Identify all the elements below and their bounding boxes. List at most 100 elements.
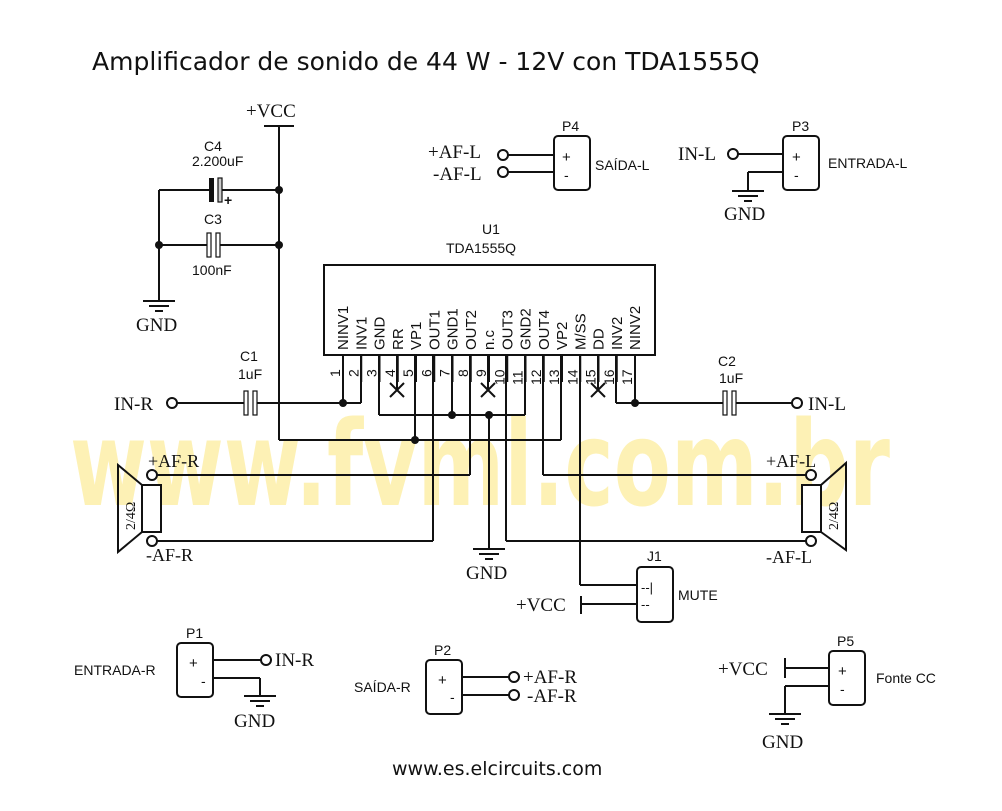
ic-ref: U1: [482, 221, 500, 237]
vcc-label: +VCC: [516, 595, 566, 616]
connector-p3[interactable]: IN-L GND P3 + - ENTRADA-L: [678, 118, 908, 225]
connector-p1[interactable]: P1 + - ENTRADA-R IN-R GND: [74, 625, 314, 732]
ic-pin-number: 12: [528, 369, 544, 385]
af-r-neg-label: -AF-R: [146, 545, 193, 565]
p3-ref: P3: [792, 118, 809, 134]
ic-pin-number: 7: [437, 369, 453, 377]
ic-pin-number: 15: [583, 369, 599, 385]
ic-pin-number: 9: [473, 369, 489, 377]
af-l-pos-label: +AF-L: [428, 142, 481, 163]
c2-plate-icon: [722, 390, 728, 416]
ic-part: TDA1555Q: [446, 240, 516, 256]
in-r-label: IN-R: [114, 394, 153, 415]
ic-pin-name: GND1: [445, 308, 462, 350]
junction-dot: [448, 411, 456, 419]
ic-pin-number: 11: [510, 370, 526, 385]
speaker-impedance: 2/4Ω: [827, 502, 842, 530]
terminal-icon[interactable]: [166, 397, 178, 409]
p4-label: SAÍDA-L: [595, 157, 650, 173]
connector-p5[interactable]: P5 + - Fonte CC +VCC GND: [718, 633, 936, 753]
terminal-icon: [508, 689, 520, 701]
c1-plate-icon: [252, 390, 258, 416]
ic-wiring: GND: [279, 355, 639, 586]
terminal-icon: [727, 148, 739, 160]
page-title: Amplificador de sonido de 44 W - 12V con…: [92, 47, 760, 76]
af-r-pos-label: +AF-R: [148, 451, 199, 471]
connector-p4[interactable]: +AF-L -AF-L P4 + - SAÍDA-L: [428, 118, 650, 191]
watermark: www.fvml.com.br: [70, 395, 890, 533]
speaker-impedance: 2/4Ω: [124, 502, 139, 530]
footer-url[interactable]: www.es.elcircuits.com: [392, 758, 602, 780]
p2-label: SAÍDA-R: [354, 679, 411, 695]
speaker-right: 2/4Ω +AF-R -AF-R: [117, 451, 470, 565]
p3-minus: -: [794, 167, 799, 183]
p1-plus: +: [189, 655, 198, 672]
ground-icon: [769, 713, 801, 725]
connector-p2[interactable]: P2 + - SAÍDA-R +AF-R -AF-R: [354, 642, 577, 715]
p5-plus: +: [838, 663, 847, 680]
ic-pin-number: 14: [564, 369, 580, 385]
ic-pin-name: VP1: [408, 322, 425, 350]
p4-ref: P4: [562, 118, 579, 134]
junction-dot: [275, 186, 283, 194]
c1-value: 1uF: [238, 366, 262, 382]
c3-ref: C3: [204, 211, 222, 227]
c1-ref: C1: [240, 348, 258, 364]
p5-label: Fonte CC: [876, 670, 936, 686]
ic-pin-number: 6: [418, 369, 434, 377]
ic-pin-name: n.c: [481, 329, 498, 350]
terminal-icon: [805, 535, 817, 547]
ic-pin-number: 16: [601, 369, 617, 385]
p3-label: ENTRADA-L: [828, 155, 908, 171]
speaker-left: +AF-L -AF-L 2/4Ω: [506, 451, 847, 567]
p2-ref: P2: [434, 642, 451, 658]
af-r-pos-label: +AF-R: [523, 667, 577, 688]
c3-plate-icon: [215, 232, 221, 258]
input-right: C1 1uF IN-R: [114, 348, 343, 416]
in-l-label: IN-L: [678, 144, 716, 165]
c4-value: 2.200uF: [192, 153, 243, 169]
jumper-j1[interactable]: J1 --| -- MUTE +VCC: [516, 548, 718, 623]
ic-pin-name: NINV2: [627, 306, 644, 350]
af-r-neg-label: -AF-R: [527, 686, 577, 707]
ic-pin-name: GND: [372, 317, 389, 351]
gnd-label: GND: [762, 732, 803, 753]
j1-pin1: --|: [641, 580, 653, 595]
terminal-icon: [805, 469, 817, 481]
p1-minus: -: [201, 673, 206, 689]
supply-decoupling: +VCC C4 2.200uF + C3 100nF GND: [136, 101, 296, 440]
c4-plate-icon: [217, 177, 223, 203]
speaker-cone-icon: [117, 462, 143, 555]
ic-pin-name: INV2: [609, 317, 626, 350]
gnd-label: GND: [234, 711, 275, 732]
ic-pin-number: 1: [327, 369, 343, 377]
j1-ref: J1: [647, 548, 662, 564]
ic-pin-name: VP2: [554, 322, 571, 350]
terminal-icon[interactable]: [791, 397, 803, 409]
c2-value: 1uF: [719, 370, 743, 386]
ic-pin-number: 2: [345, 369, 361, 377]
ic-pin-name: OUT1: [426, 310, 443, 350]
c1-plate-icon: [243, 390, 249, 416]
ground-icon: [143, 300, 175, 312]
terminal-icon: [497, 149, 509, 161]
ic-pin-number: 13: [546, 369, 562, 385]
ic-pin-name: OUT3: [499, 310, 516, 350]
c3-plate-icon: [206, 232, 212, 258]
ic-pin-name: OUT2: [463, 310, 480, 350]
p5-minus: -: [840, 681, 845, 697]
speaker-magnet-icon: [801, 484, 822, 533]
p3-plus: +: [792, 149, 801, 166]
vcc-label: +VCC: [246, 101, 296, 122]
p2-minus: -: [450, 689, 455, 705]
no-connect-icon: [480, 382, 496, 398]
ic-pin-name: DD: [591, 328, 608, 350]
in-l-label: IN-L: [808, 394, 846, 415]
ic-pin-name: M/SS: [572, 313, 589, 350]
af-l-pos-label: +AF-L: [766, 451, 816, 471]
ic-pin-number: 5: [400, 369, 416, 377]
c4-plate-icon: [209, 178, 214, 202]
